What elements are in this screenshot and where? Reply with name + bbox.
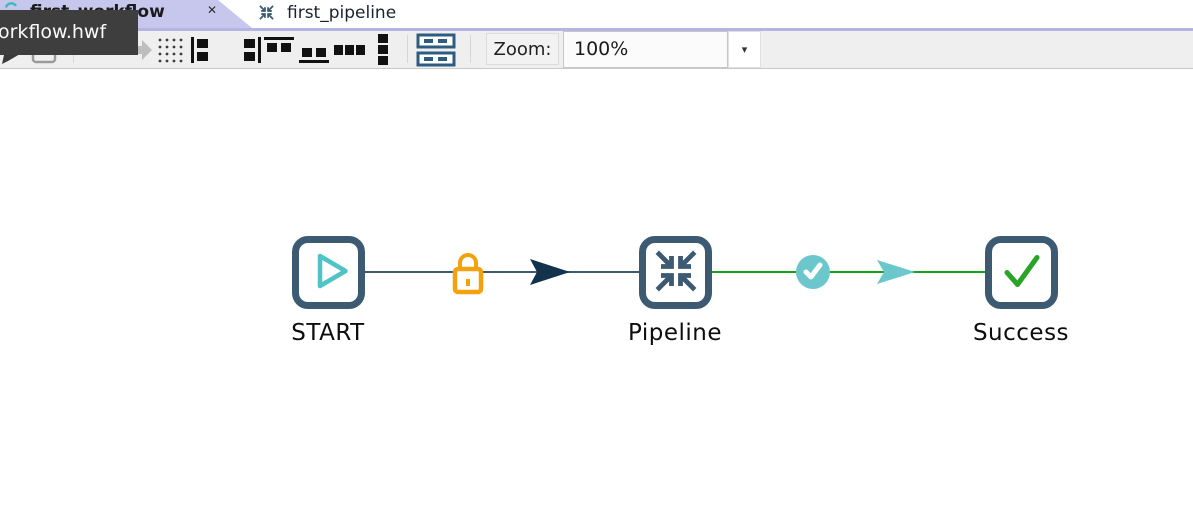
arrow-right-icon xyxy=(530,259,572,289)
workflow-canvas[interactable]: START Pipeline Success xyxy=(0,70,1193,513)
chevron-down-icon[interactable]: ▾ xyxy=(728,31,761,68)
node-pipeline[interactable] xyxy=(639,236,712,309)
align-bottom-icon[interactable] xyxy=(298,35,330,65)
zoom-label[interactable]: Zoom: xyxy=(486,33,559,65)
toolbar: Zoom: 100% ▾ xyxy=(0,31,1193,69)
converge-arrows-icon xyxy=(649,244,703,302)
tab-label: first_pipeline xyxy=(287,3,397,23)
tab-first-pipeline[interactable]: first_pipeline xyxy=(252,0,452,28)
distribute-horizontal-icon[interactable] xyxy=(333,35,367,65)
editor-tab-bar: first_workflow ✕ first_pipeline xyxy=(0,0,1193,28)
arrow-right-icon xyxy=(877,260,917,288)
node-label-pipeline: Pipeline xyxy=(627,320,722,346)
tab-bar-underline xyxy=(0,28,1193,31)
filename-tooltip: orkflow.hwf xyxy=(0,10,138,55)
close-icon[interactable]: ✕ xyxy=(206,3,218,17)
check-icon xyxy=(995,244,1049,302)
view-output-icon[interactable] xyxy=(415,33,457,67)
toolbar-separator xyxy=(407,35,408,63)
node-label-start: START xyxy=(291,320,365,346)
snap-to-grid-icon[interactable] xyxy=(156,35,186,65)
align-top-icon[interactable] xyxy=(263,35,295,65)
zoom-level-combobox[interactable]: 100% xyxy=(563,31,728,68)
lock-icon[interactable] xyxy=(451,248,485,299)
hop-start-pipeline[interactable] xyxy=(365,271,639,273)
node-label-success: Success xyxy=(972,320,1070,346)
tooltip-text: orkflow.hwf xyxy=(0,21,107,43)
toolbar-separator xyxy=(470,35,471,63)
align-right-icon[interactable] xyxy=(238,35,262,65)
paste-icon[interactable] xyxy=(130,35,154,65)
pipeline-icon xyxy=(257,3,276,26)
check-circle-icon[interactable] xyxy=(796,255,830,289)
play-icon xyxy=(302,244,356,302)
distribute-vertical-icon[interactable] xyxy=(376,34,390,65)
hop-pipeline-success[interactable] xyxy=(712,271,985,273)
node-success[interactable] xyxy=(985,236,1058,309)
align-left-icon[interactable] xyxy=(190,35,214,65)
node-start[interactable] xyxy=(292,236,365,309)
